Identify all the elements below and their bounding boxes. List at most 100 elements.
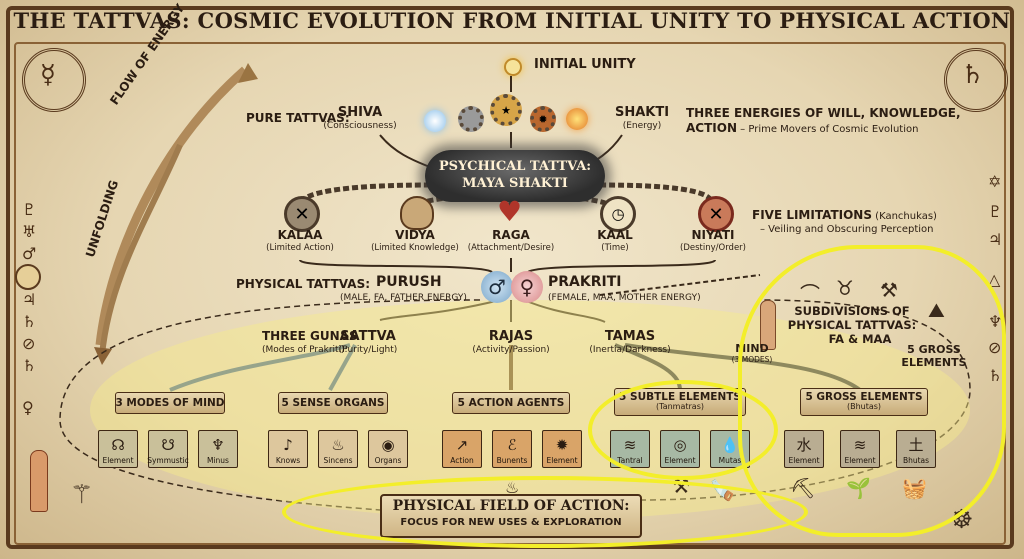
corner-ornament-top-right <box>944 48 1008 112</box>
group-banner-modes-of-mind: 3 MODES OF MIND <box>115 392 225 414</box>
three-gunas-line1: THREE GUNAS <box>262 329 358 343</box>
element-label: Bunents <box>496 456 528 465</box>
side-symbol: △ <box>988 270 1001 289</box>
gear-icon: ✹ <box>530 106 556 132</box>
niyati-icon: ✕ <box>698 196 734 232</box>
side-symbol: ♅ <box>22 222 37 241</box>
five-limitations-bold: FIVE LIMITATIONS <box>752 208 872 222</box>
element-label: Minus <box>207 456 229 465</box>
element-glyph: ☊ <box>111 436 125 454</box>
group-title: 5 GROSS ELEMENTS <box>805 391 923 404</box>
kanchuka-sub: (Limited Action) <box>266 243 334 253</box>
guna-name: SATTVA <box>340 329 396 344</box>
element-box: ℰ Bunents <box>492 430 532 468</box>
three-energies-line1: THREE ENERGIES OF WILL, KNOWLEDGE, <box>686 106 961 120</box>
shiva-sub: (Consciousness) <box>323 121 397 131</box>
gear-icon <box>458 106 484 132</box>
element-box: ☋ Symmustic <box>147 430 189 468</box>
kanchuka-name: NIYATI <box>691 228 735 242</box>
initial-unity-icon <box>504 58 522 76</box>
highlight-subdivisions <box>738 245 1006 537</box>
guna-sub: (Purity/Light) <box>338 345 398 355</box>
kanchuka-sub: (Attachment/Desire) <box>467 243 555 253</box>
element-glyph: ♪ <box>283 436 293 454</box>
element-box: ✹ Element <box>542 430 582 468</box>
kanchuka-name: VIDYA <box>395 228 435 242</box>
side-symbol: ♇ <box>988 202 1003 221</box>
side-symbol: ♄ <box>22 312 37 331</box>
side-symbol: ♀ <box>22 398 34 417</box>
maya-shakti-cloud <box>425 150 605 202</box>
psychical-line1: PSYCHICAL TATTVA: <box>438 159 592 174</box>
shakti-sub: (Energy) <box>622 121 662 131</box>
flow-arrows <box>94 63 258 365</box>
element-label: Organs <box>374 456 402 465</box>
element-glyph: ♨ <box>331 436 345 454</box>
purush-name: PURUSH <box>376 274 442 290</box>
element-glyph: ◉ <box>381 436 395 454</box>
element-label: Sincens <box>323 456 353 465</box>
side-symbol: ♃ <box>22 290 37 309</box>
element-box: ♪Knows <box>268 430 308 468</box>
shiva-name: SHIVA <box>337 105 383 120</box>
mercury-icon: ☿ <box>40 60 56 90</box>
male-symbol-icon: ♂ <box>481 271 513 303</box>
five-limitations-rest: (Kanchukas) <box>872 211 937 222</box>
caduceus-icon: ⚚ <box>70 480 94 510</box>
group-banner-action-agents: 5 ACTION AGENTS <box>452 392 570 414</box>
guna-sub: (Activity/Passion) <box>472 345 550 355</box>
group-title: 5 SENSE ORGANS <box>281 397 385 409</box>
element-glyph: ☋ <box>161 436 175 454</box>
side-symbol: ♄ <box>22 356 37 375</box>
kalaa-icon: ✕ <box>284 196 320 232</box>
element-box: ☊ Element <box>98 430 138 468</box>
group-sub: (Bhutas) <box>846 402 882 412</box>
group-title: 3 MODES OF MIND <box>115 397 225 409</box>
guna-name: RAJAS <box>488 329 534 344</box>
corner-ornament-top-left <box>22 48 86 112</box>
vidya-head-icon <box>400 196 434 230</box>
element-box: ◉ Organs <box>368 430 408 468</box>
five-limitations-line1: FIVE LIMITATIONS (Kanchukas) <box>752 209 937 223</box>
kanchuka-name: RAGA <box>492 228 530 242</box>
element-label: Element <box>102 456 134 465</box>
standing-figure-icon <box>30 450 48 512</box>
three-energies-rest: – Prime Movers of Cosmic Evolution <box>737 124 919 135</box>
female-symbol-icon: ♀ <box>511 271 543 303</box>
initial-unity-label: INITIAL UNITY <box>534 57 636 72</box>
element-glyph: ↗ <box>455 436 469 454</box>
element-box: ♨ Sincens <box>318 430 358 468</box>
element-box: ♆ Minus <box>198 430 238 468</box>
guna-name: TAMAS <box>604 329 656 344</box>
three-gunas-line2: (Modes of Prakriti): <box>262 345 348 355</box>
side-symbol: ♃ <box>988 230 1003 249</box>
side-symbol: ♇ <box>22 200 37 219</box>
kanchuka-name: KAAL <box>597 228 633 242</box>
element-glyph: ✹ <box>555 436 569 454</box>
kaal-clock-icon: ◷ <box>600 196 636 232</box>
kanchuka-sub: (Time) <box>601 243 629 253</box>
side-symbol: ♂ <box>22 244 37 263</box>
prakriti-sub: (FEMALE, MAA, MOTHER ENERGY) <box>548 293 701 303</box>
sun-medallion-icon <box>15 264 41 290</box>
gear-icon: ★ <box>490 94 522 126</box>
physical-tattvas-label: PHYSICAL TATTVAS: <box>236 277 371 291</box>
five-limitations-line2: – Veiling and Obscuring Perception <box>760 224 934 235</box>
element-box: ↗Action <box>442 430 482 468</box>
element-label: Element <box>546 456 578 465</box>
guna-sub: (Inertia/Darkness) <box>589 345 671 355</box>
purush-sub: (MALE, FA, FATHER ENERGY) <box>340 293 467 303</box>
side-symbol: ♄ <box>988 366 1003 385</box>
element-glyph: ♆ <box>211 436 225 454</box>
consciousness-star-icon <box>424 110 446 132</box>
side-symbol: ✡ <box>988 172 1002 191</box>
element-label: Symmustic <box>147 456 189 465</box>
saturn-icon: ♄ <box>961 60 985 90</box>
prakriti-name: PRAKRITI <box>548 274 622 290</box>
element-glyph: ℰ <box>507 436 517 454</box>
shakti-name: SHAKTI <box>614 105 670 120</box>
group-banner-sense-organs: 5 SENSE ORGANS <box>278 392 388 414</box>
page-title: THE TATTVAS: COSMIC EVOLUTION FROM INITI… <box>13 8 1011 33</box>
highlight-subtle-elements <box>588 380 778 480</box>
